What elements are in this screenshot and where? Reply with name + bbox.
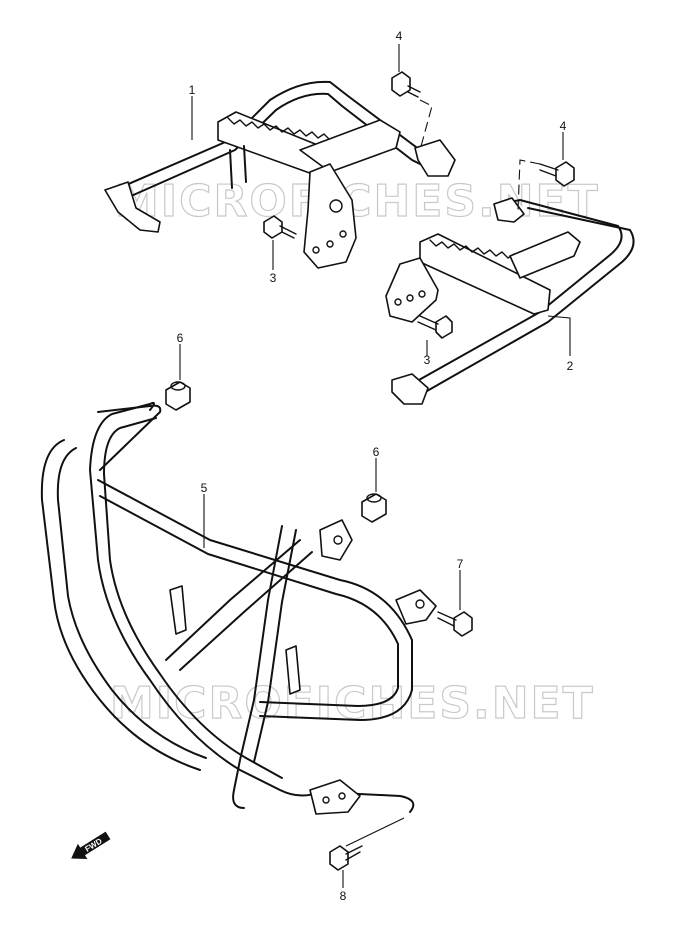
callout-4-right: 4	[560, 119, 567, 133]
part-3-bolt-upper	[263, 215, 297, 239]
part-5-front-guard	[40, 401, 437, 815]
callout-4-upper: 4	[396, 29, 403, 43]
guide-line-4-right	[517, 159, 541, 211]
fwd-arrow-icon: FWD	[71, 831, 111, 859]
callout-1: 1	[189, 83, 196, 97]
callout-3-upper: 3	[270, 271, 277, 285]
part-3-bolt-lower	[417, 315, 453, 339]
part-6-grommet-right	[361, 493, 387, 523]
guide-line-4-upper	[419, 99, 433, 151]
callout-5: 5	[201, 481, 208, 495]
callout-3-lower: 3	[424, 353, 431, 367]
watermark-bottom: MICROFICHES.NET	[110, 678, 595, 729]
callout-6-left: 6	[177, 331, 184, 345]
part-8-bolt	[329, 845, 363, 871]
part-7-bolt	[437, 611, 473, 637]
leader-lines	[179, 44, 571, 888]
part-4-bolt-upper	[391, 71, 421, 98]
callout-2: 2	[567, 359, 574, 373]
callout-8: 8	[340, 889, 347, 903]
callout-7: 7	[457, 557, 464, 571]
part-6-grommet-left	[165, 381, 191, 411]
part-2-footrest-bracket-right	[385, 197, 635, 405]
part-1-footrest-bracket-left	[104, 80, 456, 269]
part-4-bolt-right	[539, 161, 575, 187]
guide-line-8	[345, 817, 405, 847]
callout-6-right: 6	[373, 445, 380, 459]
